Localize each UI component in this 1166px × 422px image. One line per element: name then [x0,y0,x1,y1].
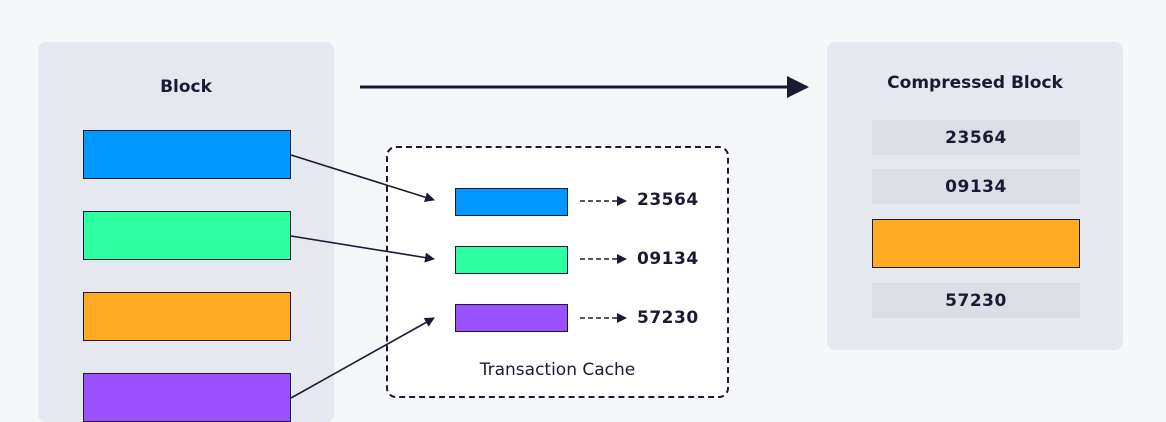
cache-hash-3: 57230 [637,308,699,328]
compressed-tx-orange [872,219,1080,268]
compressed-hash-1: 23564 [872,120,1080,155]
compressed-hash-2: 09134 [872,169,1080,204]
cache-hash-2: 09134 [637,249,699,269]
arrows-layer [290,76,809,399]
compressed-block-title: Compressed Block [887,73,1063,93]
compressed-hash-3: 57230 [872,283,1080,318]
block-tx-orange [83,292,291,341]
cache-tx-purple [455,304,568,332]
cache-hash-1: 23564 [637,190,699,210]
block-title: Block [160,77,212,97]
arrow-green-to-cache [290,235,435,263]
diagram-canvas: Block Transaction Cache 23564 09134 5723… [38,42,1123,422]
arrow-purple-to-cache [290,317,435,399]
arrow-blue-to-cache [290,154,435,203]
cache-tx-blue [455,188,568,216]
block-tx-blue [83,130,291,179]
transaction-cache-label: Transaction Cache [479,360,636,380]
block-tx-green [83,211,291,260]
cache-tx-green [455,246,568,274]
